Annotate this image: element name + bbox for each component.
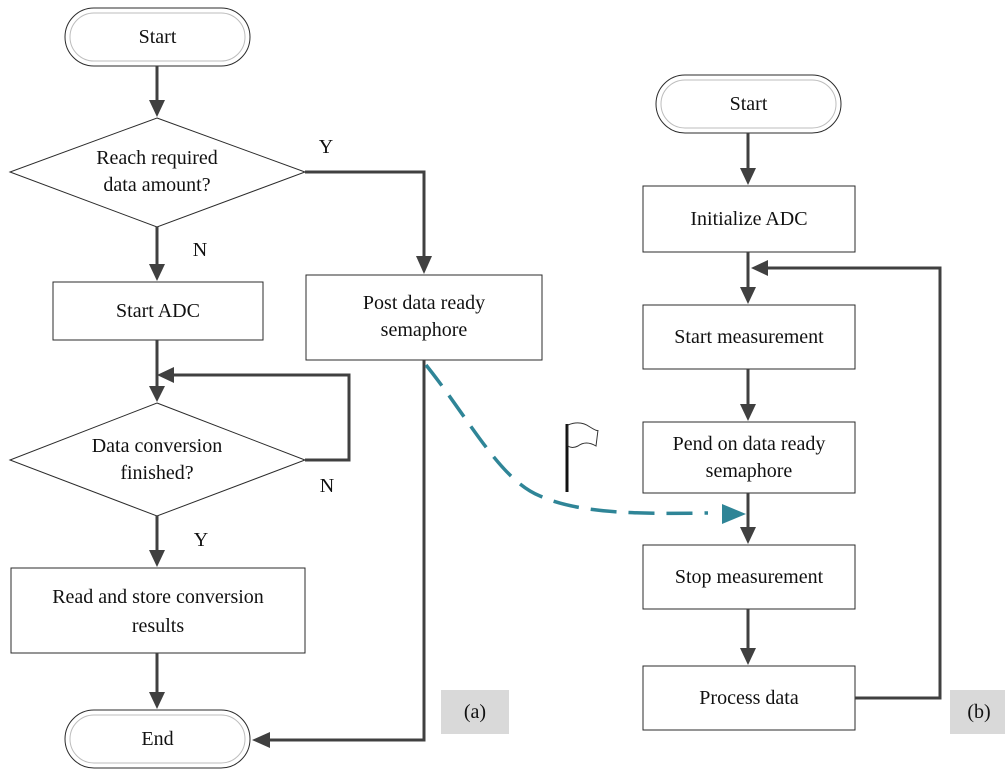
a-branch-yes-top: Y [319,136,333,158]
panel-label-b: (b) [950,690,1005,734]
semaphore-signal-arrowhead [722,504,746,524]
a-post-semaphore-line1: Post data ready [363,292,485,314]
b-init-adc-label: Initialize ADC [690,208,807,230]
a-arrow-yes-to-post [305,170,426,258]
b-pend-semaphore-box: Pend on data ready semaphore [642,421,856,494]
b-arrow-loop-back [766,266,942,700]
b-stop-measurement-label: Stop measurement [675,566,824,588]
a-branch-no-top: N [193,239,207,261]
a-end-label: End [141,728,173,750]
a-decision-data-amount-line2: data amount? [103,174,210,196]
b-start-label: Start [730,93,768,115]
b-process-data-label: Process data [699,687,799,709]
b-start-measurement-label: Start measurement [674,326,824,348]
a-arrow-loop-no [172,373,351,462]
panel-label-b-text: (b) [967,701,990,723]
a-decision-data-amount: Reach required data amount? [8,117,307,228]
b-stop-measurement-box: Stop measurement [642,544,856,610]
b-connectors [740,133,942,700]
a-post-semaphore-line2: semaphore [381,319,468,341]
a-branch-no-loop: N [320,475,334,497]
b-pend-semaphore-line2: semaphore [706,460,793,482]
a-start-terminal: Start [64,7,251,67]
a-start-label: Start [139,26,177,48]
a-decision-conversion-line2: finished? [120,462,193,484]
panel-label-a: (a) [441,690,509,734]
b-process-data-box: Process data [642,665,856,731]
a-post-semaphore-box: Post data ready semaphore [305,274,543,361]
a-read-store-line1: Read and store conversion [52,586,264,608]
a-start-adc-box: Start ADC [52,281,264,341]
a-branch-yes-bottom: Y [194,529,208,551]
a-decision-conversion: Data conversion finished? [8,402,307,517]
a-connectors [149,66,432,748]
semaphore-signal [424,363,746,524]
semaphore-signal-path [424,363,709,516]
flowchart-a: Start Reach required data amount? Start … [8,7,543,769]
a-start-adc-label: Start ADC [116,300,200,322]
flag-icon [565,422,599,492]
a-decision-conversion-line1: Data conversion [92,435,223,457]
a-arrow-post-to-end [268,360,426,742]
b-start-terminal: Start [655,74,842,134]
a-read-store-box: Read and store conversion results [10,567,306,654]
panel-label-a-text: (a) [464,701,486,723]
b-start-measurement-box: Start measurement [642,304,856,370]
a-end-terminal: End [64,709,251,769]
b-pend-semaphore-line1: Pend on data ready [673,433,826,455]
flowchart-b: Start Initialize ADC Start measurement P… [642,74,1005,734]
a-read-store-line2: results [132,615,184,637]
a-decision-data-amount-line1: Reach required [96,147,218,169]
b-init-adc-box: Initialize ADC [642,185,856,253]
